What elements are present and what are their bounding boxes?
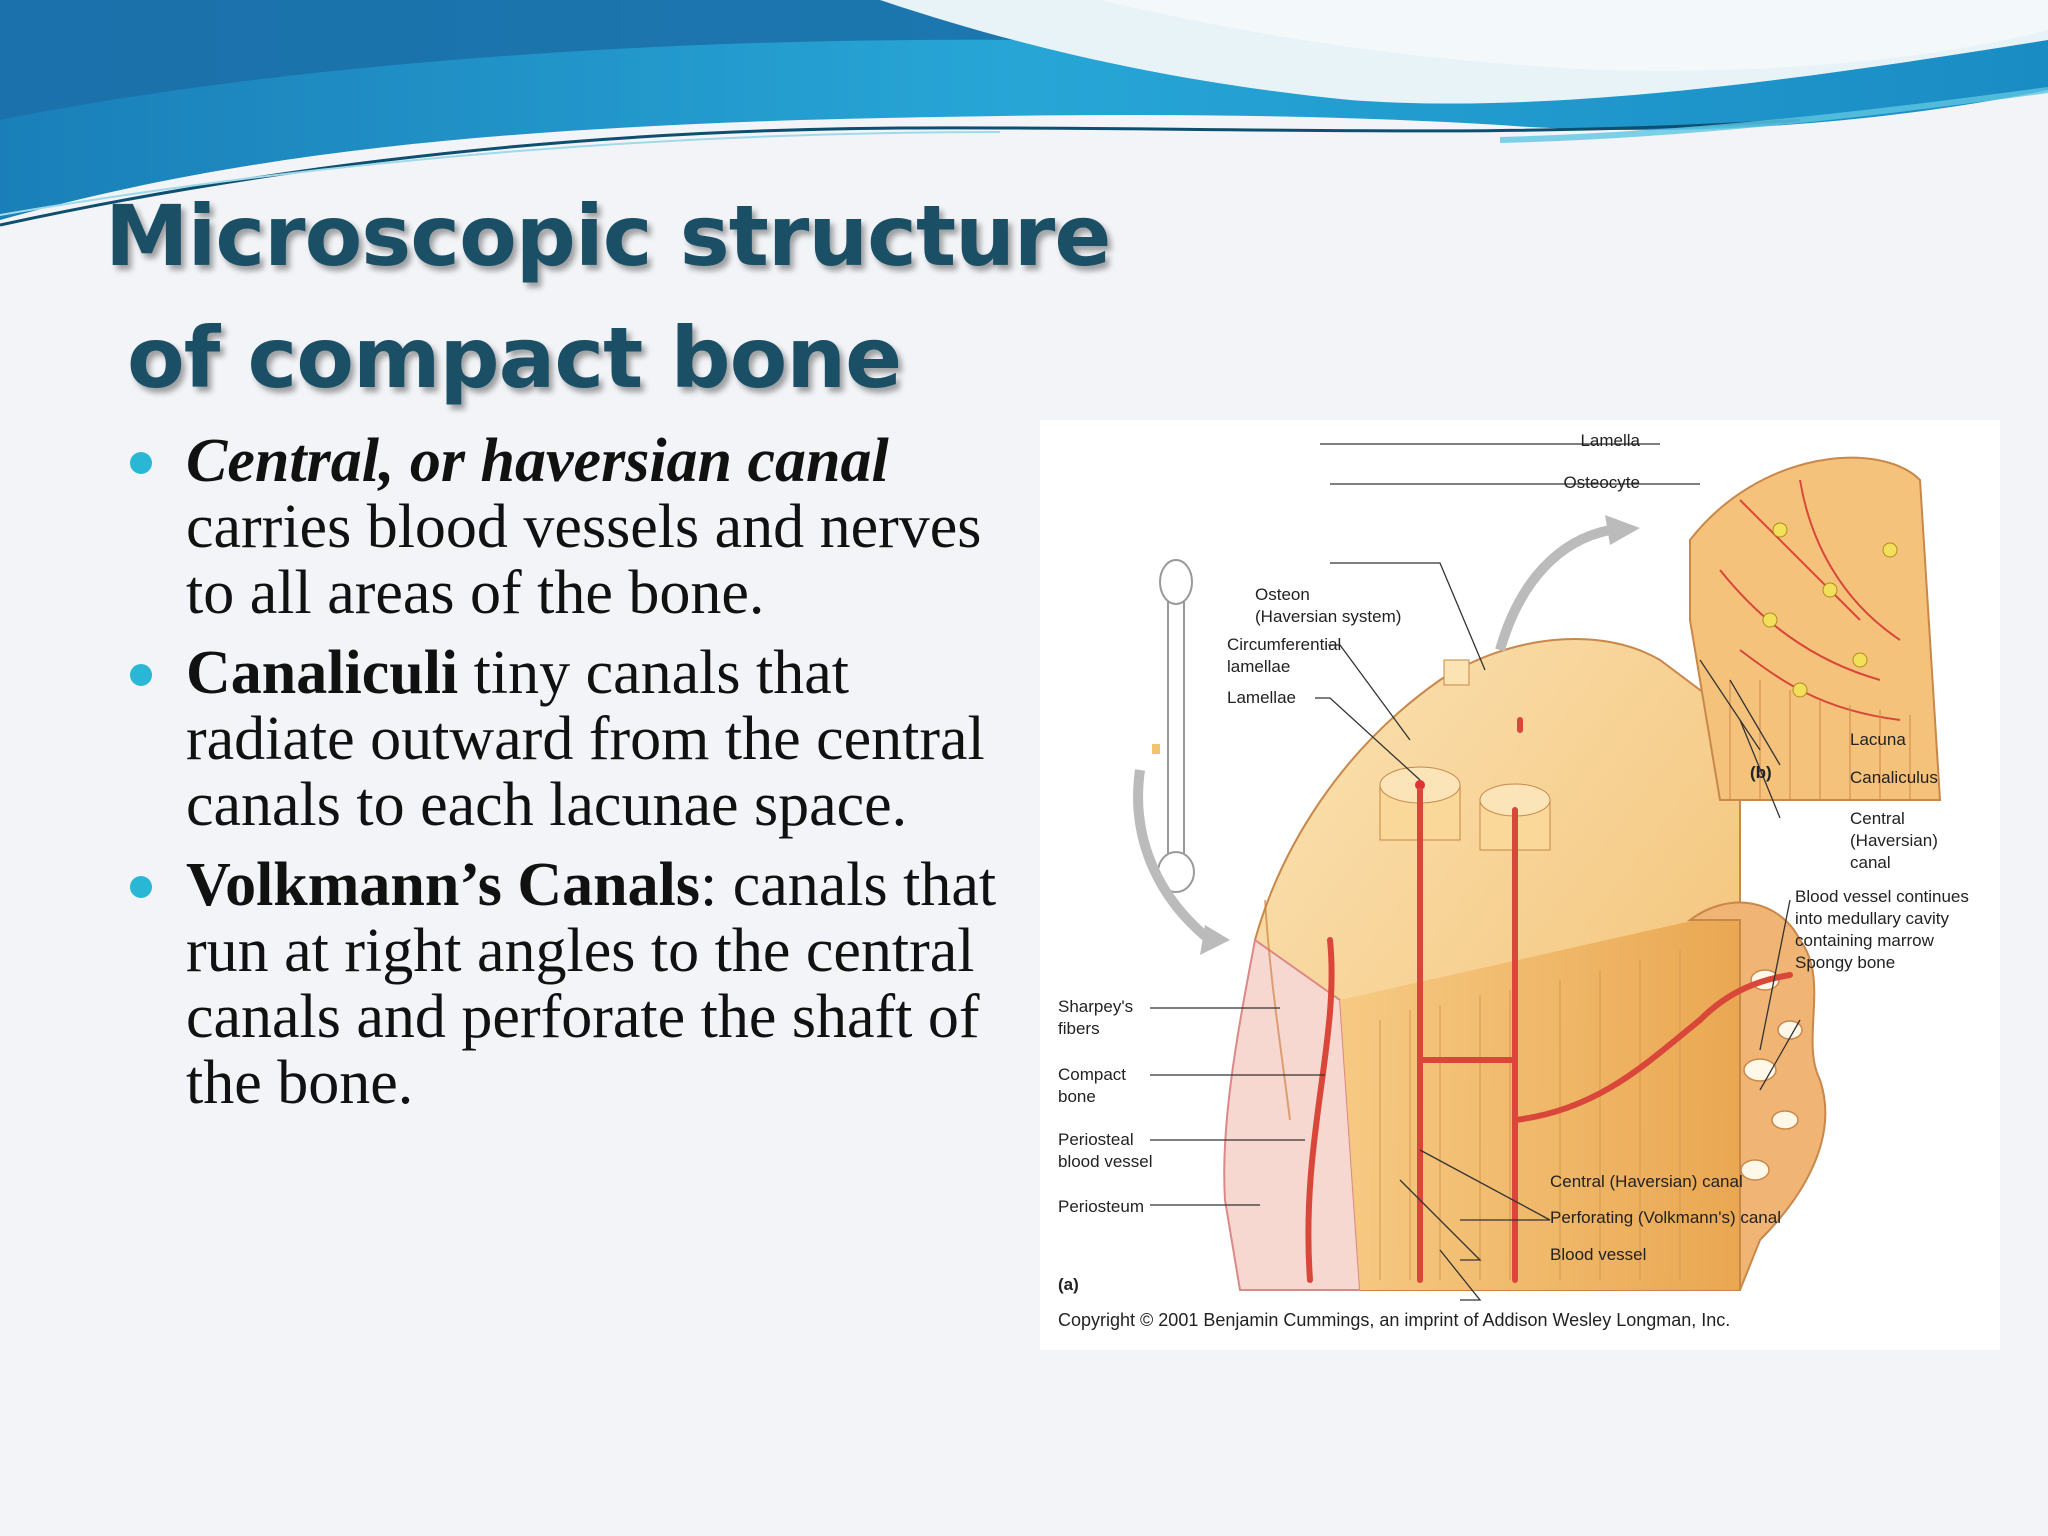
label-compact: Compact [1058,1065,1126,1084]
blood-vessels [1305,717,1793,1283]
label-sharpeys: Sharpey's [1058,997,1133,1016]
label-circumferential-sub: lamellae [1227,657,1290,676]
bullet-dot-icon [130,664,152,686]
label-periosteal-sub: blood vessel [1058,1152,1153,1171]
long-bone-icon [1152,559,1195,893]
label-sharpeys-sub: fibers [1058,1019,1100,1038]
slide-title: Microscopic structure of compact bone [105,175,1111,419]
label-spongy-bone: Spongy bone [1795,953,1895,972]
label-osteocyte: Osteocyte [1563,473,1640,492]
copyright-text: Copyright © 2001 Benjamin Cummings, an i… [1058,1310,1730,1330]
bullet-dot-icon [130,452,152,474]
label-perforating-canal: Perforating (Volkmann's) canal [1550,1208,1781,1227]
label-central-canal: Central (Haversian) canal [1550,1172,1743,1191]
label-osteon-sub: (Haversian system) [1255,607,1401,626]
label-panel-a: (a) [1058,1275,1079,1294]
label-periosteum: Periosteum [1058,1197,1144,1216]
bullet-canaliculi: Canaliculi tiny canals that radiate outw… [130,640,1010,838]
bullet-term: Canaliculi [186,639,459,707]
label-blood-vessel: Blood vessel [1550,1245,1646,1264]
label-marrow: containing marrow [1795,931,1935,950]
label-central: Central [1850,809,1905,828]
bullet-list: Central, or haversian canal carries bloo… [130,428,1010,1130]
label-periosteal: Periosteal [1058,1130,1134,1149]
label-compact-sub: bone [1058,1087,1096,1106]
label-osteon: Osteon [1255,585,1310,604]
title-line-2: of compact bone [127,309,902,407]
bone-block [1223,638,1827,1291]
bullet-dot-icon [130,876,152,898]
bullet-text: carries blood vessels and nerves to all … [186,493,982,627]
bullet-text: : canals that run at right angles to the… [186,851,997,1117]
compact-bone-diagram: Lamella Osteocyte Osteon (Haversian syst… [1040,420,2000,1350]
bullet-volkmann-canals: Volkmann’s Canals: canals that run at ri… [130,852,1010,1116]
bullet-central-canal: Central, or haversian canal carries bloo… [130,428,1010,626]
magnified-panel [1443,456,1942,801]
label-lacuna: Lacuna [1850,730,1906,749]
bullet-term: Volkmann’s Canals [186,851,700,919]
label-circumferential: Circumferential [1227,635,1341,654]
label-panel-b: (b) [1750,763,1772,782]
label-canaliculus: Canaliculus [1850,768,1938,787]
wave-banner [0,0,2048,227]
label-lamella: Lamella [1580,431,1640,450]
leader-lines [1150,443,1801,1301]
bullet-term: Central, or haversian canal [186,427,889,495]
label-lamellae: Lamellae [1227,688,1296,707]
label-blood-vessel-continues: Blood vessel continues [1795,887,1969,906]
zoom-arrow-icon [1133,769,1214,944]
label-medullary: into medullary cavity [1795,909,1950,928]
bullet-text: tiny canals that radiate outward from th… [186,639,985,839]
label-central-sub: (Haversian) [1850,831,1938,850]
label-central-sub2: canal [1850,853,1891,872]
title-line-1: Microscopic structure [105,187,1111,285]
